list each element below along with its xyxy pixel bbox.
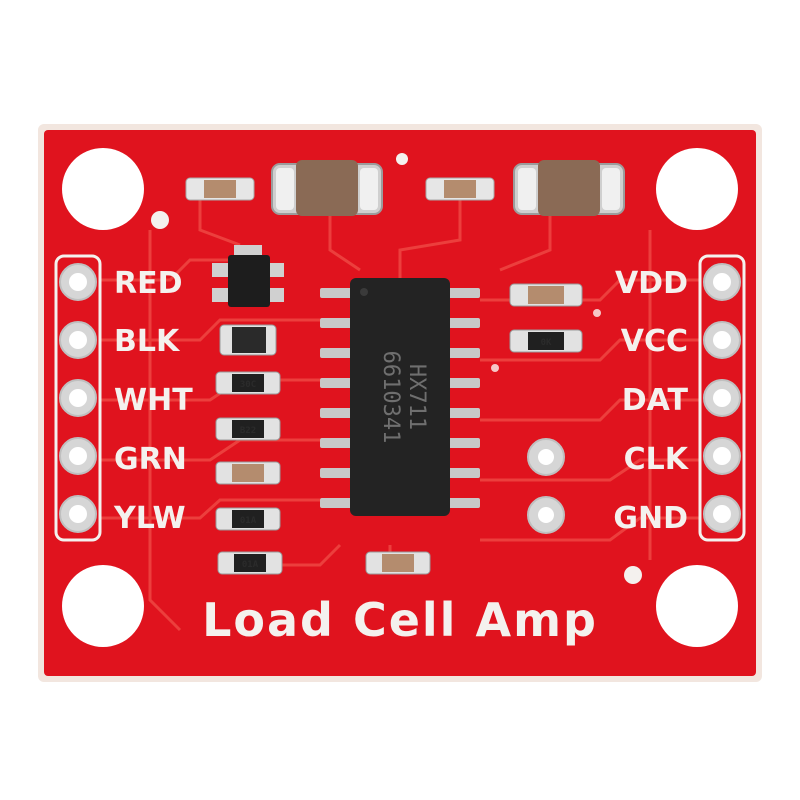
- chip-marking-1: HX711: [404, 364, 429, 430]
- right-header: [698, 254, 746, 542]
- pin-label-wht: WHT: [114, 383, 193, 418]
- fiducial: [624, 566, 642, 584]
- resistor-code-1: 30C: [240, 380, 256, 390]
- mounting-hole-bottom-left: [62, 565, 144, 647]
- pin-label-blk: BLK: [114, 324, 181, 359]
- capacitor-right-small: [509, 283, 583, 307]
- mounting-hole-top-right: [656, 148, 738, 230]
- via: [491, 364, 499, 372]
- resistor-code-2: B22: [240, 426, 256, 436]
- resistor-4: [217, 551, 283, 575]
- small-capacitor: [425, 177, 495, 201]
- pin-label-grn: GRN: [114, 442, 187, 477]
- resistor-3: [215, 507, 281, 531]
- chip-marking-2: 6610341: [378, 351, 403, 444]
- resistor-code-4: 01A: [242, 560, 259, 570]
- pin-label-vcc: VCC: [621, 324, 688, 359]
- capacitor-small-left: [215, 461, 281, 485]
- hx711-chip: [350, 278, 450, 516]
- pin-label-red: RED: [114, 266, 183, 301]
- pin-label-ylw: YLW: [113, 501, 186, 536]
- resistor-code-3: 01A: [240, 516, 257, 526]
- pad-hole: [538, 449, 554, 465]
- pad-hole: [538, 507, 554, 523]
- capacitor-bottom: [365, 551, 431, 575]
- left-header: [54, 254, 102, 542]
- resistor-2: [215, 417, 281, 441]
- transistor: [212, 245, 284, 307]
- resistor-code-5: 0K: [541, 338, 552, 348]
- capacitor-right: [513, 160, 625, 216]
- fiducial: [151, 211, 169, 229]
- diode: [219, 324, 277, 356]
- pin-label-gnd: GND: [613, 501, 688, 536]
- fiducial: [396, 153, 408, 165]
- capacitor-left: [271, 160, 383, 216]
- resistor-5: [509, 329, 583, 353]
- chip-pins: [320, 288, 480, 508]
- resistor-1: [215, 371, 281, 395]
- chip-pin1-dot: [360, 288, 368, 296]
- small-capacitor: [185, 177, 255, 201]
- board-title: Load Cell Amp: [202, 593, 598, 647]
- pin-label-clk: CLK: [624, 442, 690, 477]
- via: [593, 309, 601, 317]
- pin-label-dat: DAT: [622, 383, 689, 418]
- mounting-hole-top-left: [62, 148, 144, 230]
- pin-label-vdd: VDD: [615, 266, 688, 301]
- mounting-hole-bottom-right: [656, 565, 738, 647]
